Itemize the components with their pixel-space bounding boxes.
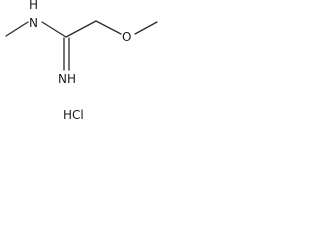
atom-label-amine-n: N bbox=[29, 16, 38, 30]
atom-label-imine-nh: NH bbox=[58, 72, 76, 86]
bond-o-methyl bbox=[134, 21, 158, 35]
atom-label-nh-h: H bbox=[29, 0, 38, 12]
bond-n-amidine-carbon bbox=[41, 21, 67, 38]
bond-methyl-n bbox=[5, 21, 29, 37]
chemical-structure-diagram: H N NH O HCl bbox=[5, 0, 158, 122]
salt-label-hcl: HCl bbox=[63, 108, 84, 122]
atom-label-ether-o: O bbox=[122, 30, 131, 44]
bond-ch2-o bbox=[95, 20, 122, 35]
bond-amidine-carbon-ch2 bbox=[65, 20, 97, 38]
